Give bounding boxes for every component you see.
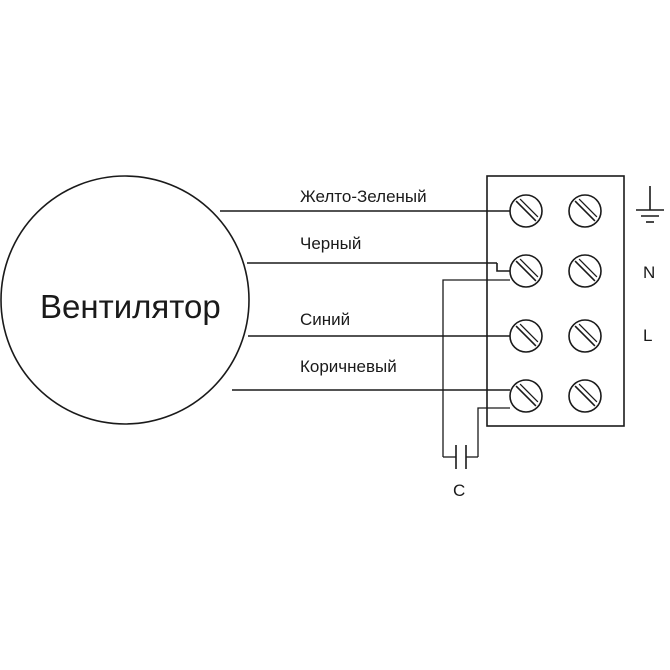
- ground-symbol-icon: [636, 186, 664, 223]
- terminal-screws: [509, 194, 602, 413]
- screw-icon: [568, 319, 602, 353]
- fan-label: Вентилятор: [40, 288, 221, 325]
- wire-label-black: Черный: [300, 234, 361, 253]
- screw-icon: [568, 379, 602, 413]
- wire-black-to-terminal-n: [496, 263, 510, 272]
- screw-icon: [509, 319, 543, 353]
- capacitor-lead-right: [477, 407, 510, 457]
- wire-label-blue: Синий: [300, 310, 350, 329]
- terminal-label-n: N: [643, 263, 655, 282]
- terminal-block: [486, 175, 625, 427]
- capacitor-label: C: [453, 481, 465, 500]
- screw-icon: [509, 194, 543, 228]
- screw-icon: [568, 194, 602, 228]
- screw-icon: [509, 379, 543, 413]
- screw-icon: [568, 254, 602, 288]
- capacitor-lead-left: [442, 279, 510, 457]
- fan-motor-circle: [0, 175, 250, 425]
- terminal-label-l: L: [643, 326, 652, 345]
- screw-icon: [509, 254, 543, 288]
- wire-label-ground: Желто-Зеленый: [300, 187, 427, 206]
- wire-label-brown: Коричневый: [300, 357, 397, 376]
